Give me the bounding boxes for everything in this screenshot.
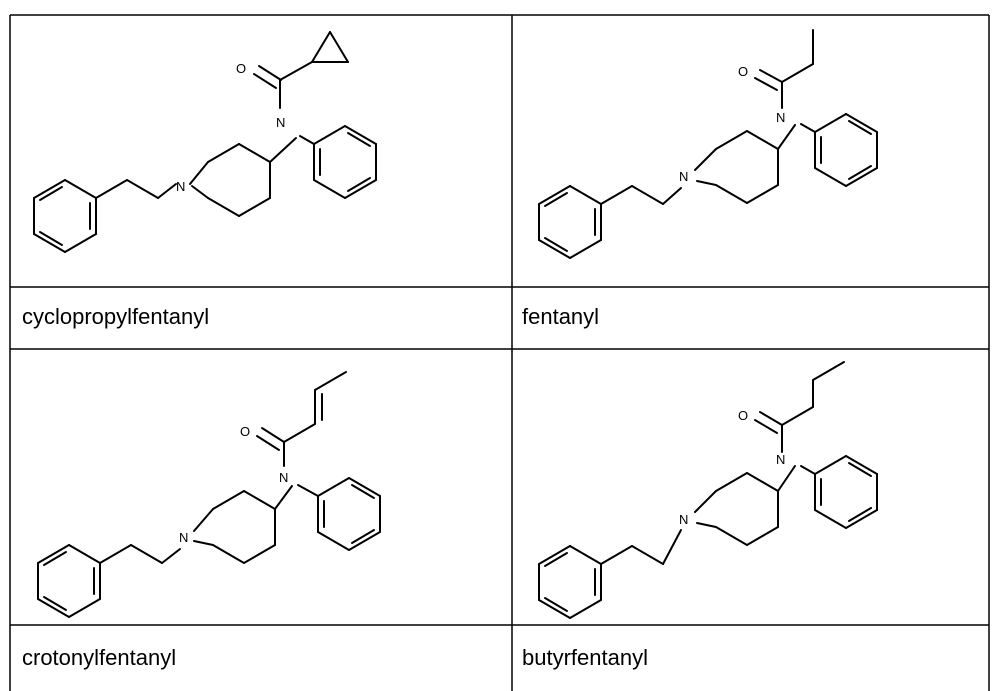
structure-cell-butyrfentanyl: O N N: [512, 349, 989, 625]
compound-name-fentanyl: fentanyl: [522, 304, 600, 329]
structure-butyrfentanyl: O N N: [538, 361, 878, 619]
structure-fentanyl: O N N: [538, 29, 878, 259]
atom-o-label: O: [236, 61, 246, 76]
structure-cell-crotonylfentanyl: O N N: [10, 349, 512, 625]
structure-cyclopropylfentanyl: O N N: [33, 31, 377, 253]
atom-o-label: O: [240, 424, 250, 439]
structure-crotonylfentanyl: O N N: [37, 371, 381, 618]
atom-n-ring-label: N: [179, 530, 188, 545]
atom-n-amide-label: N: [276, 115, 285, 130]
compound-name-crotonylfentanyl: crotonylfentanyl: [22, 645, 177, 670]
compound-name-butyrfentanyl: butyrfentanyl: [522, 645, 648, 670]
atom-n-ring-label: N: [176, 179, 185, 194]
atom-n-amide-label: N: [776, 452, 785, 467]
structure-cell-cyclopropylfentanyl: O N N: [10, 15, 512, 287]
atom-n-amide-label: N: [279, 470, 288, 485]
compound-name-cyclopropylfentanyl: cyclopropylfentanyl: [22, 304, 210, 329]
atom-n-amide-label: N: [776, 110, 785, 125]
structure-cell-fentanyl: O N N: [512, 15, 989, 287]
atom-o-label: O: [738, 64, 748, 79]
atom-o-label: O: [738, 408, 748, 423]
atom-n-ring-label: N: [679, 169, 688, 184]
atom-n-ring-label: N: [679, 512, 688, 527]
